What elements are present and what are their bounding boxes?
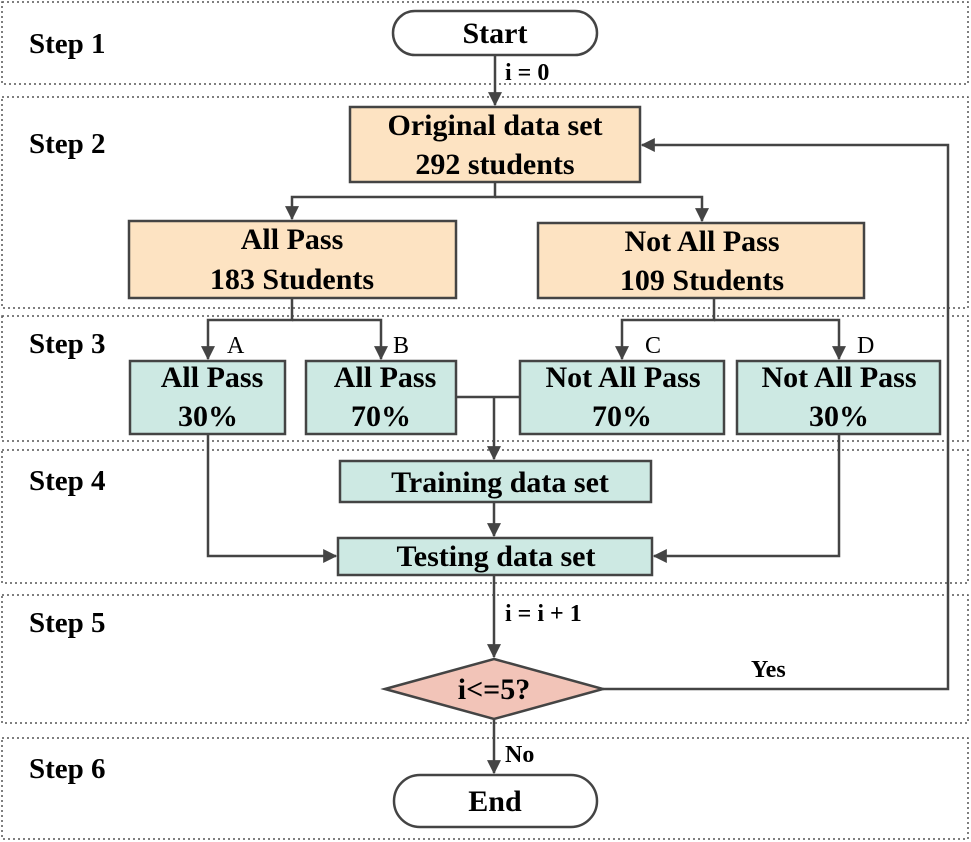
edge-not-all-pass-to-c [615,298,716,361]
edge-d-to-testing [652,434,841,563]
edge-decision-yes-loop [603,138,950,691]
split-b-node: All Pass 70% [304,359,458,436]
decision-label: i<=5? [458,673,531,706]
edge-original-to-all-pass [285,182,497,221]
edge-all-pass-to-b [292,318,388,361]
end-terminator [392,773,599,829]
branch-label-a: A [227,333,245,359]
training-data-set-node: Training data set [338,459,653,504]
decision-diamond [380,657,608,721]
branch-label-b: B [393,333,409,359]
edge-label-yes: Yes [751,657,786,683]
split-d-node: Not All Pass 30% [735,359,942,436]
split-a-percent: 30% [178,400,238,433]
lane-step-6 [1,737,969,840]
all-pass-box [127,219,458,300]
all-pass-count: 183 Students [210,263,374,296]
lane-step-5 [1,594,969,724]
start-node: Start [391,9,599,57]
end-node: End [392,773,599,829]
original-data-set-box [348,105,642,184]
lane-step-1 [1,1,969,85]
step-label: Step 5 [29,607,106,639]
testing-data-set-node: Testing data set [336,536,654,577]
end-label: End [468,785,522,818]
split-a-box [128,359,287,436]
original-data-set-node: Original data set 292 students [348,105,642,184]
split-c-percent: 70% [592,400,652,433]
all-pass-title: All Pass [241,223,344,256]
lane-step-2 [1,96,969,309]
training-data-set-label: Training data set [391,466,609,499]
step-label: Step 3 [29,328,106,360]
not-all-pass-count: 109 Students [620,264,784,297]
branch-label-c: C [645,333,661,359]
branch-label-d: D [857,333,874,359]
edge-label-increment: i = i + 1 [505,601,582,627]
split-d-box [735,359,942,436]
decision-node: i<=5? [380,657,608,721]
not-all-pass-title: Not All Pass [624,225,779,258]
step-label: Step 2 [29,128,106,160]
lane-step-4 [1,449,969,584]
split-c-title: Not All Pass [545,361,700,394]
testing-data-set-label: Testing data set [397,540,596,573]
edge-not-all-pass-to-d [714,318,846,361]
step-label: Step 1 [29,28,106,60]
step-label: Step 6 [29,753,106,785]
start-label: Start [463,17,528,50]
split-d-title: Not All Pass [761,361,916,394]
all-pass-node: All Pass 183 Students [127,219,458,300]
step-label: Step 4 [29,465,106,497]
original-data-set-count: 292 students [415,148,574,181]
split-b-title: All Pass [334,361,437,394]
start-terminator [391,9,599,57]
split-c-box [518,359,726,436]
edges [201,55,950,775]
split-b-box [304,359,458,436]
split-b-percent: 70% [351,400,411,433]
edge-label-no: No [505,742,534,768]
edge-all-pass-to-a [201,298,294,361]
split-c-node: Not All Pass 70% [518,359,726,436]
not-all-pass-node: Not All Pass 109 Students [536,221,866,300]
edge-original-to-not-all-pass [495,195,709,223]
split-a-node: All Pass 30% [128,359,287,436]
training-data-set-box [338,459,653,504]
edge-a-to-testing [206,434,338,563]
split-a-title: All Pass [161,361,264,394]
not-all-pass-box [536,221,866,300]
edge-label-init: i = 0 [505,60,549,86]
testing-data-set-box [336,536,654,577]
original-data-set-title: Original data set [388,109,603,142]
split-d-percent: 30% [809,400,869,433]
